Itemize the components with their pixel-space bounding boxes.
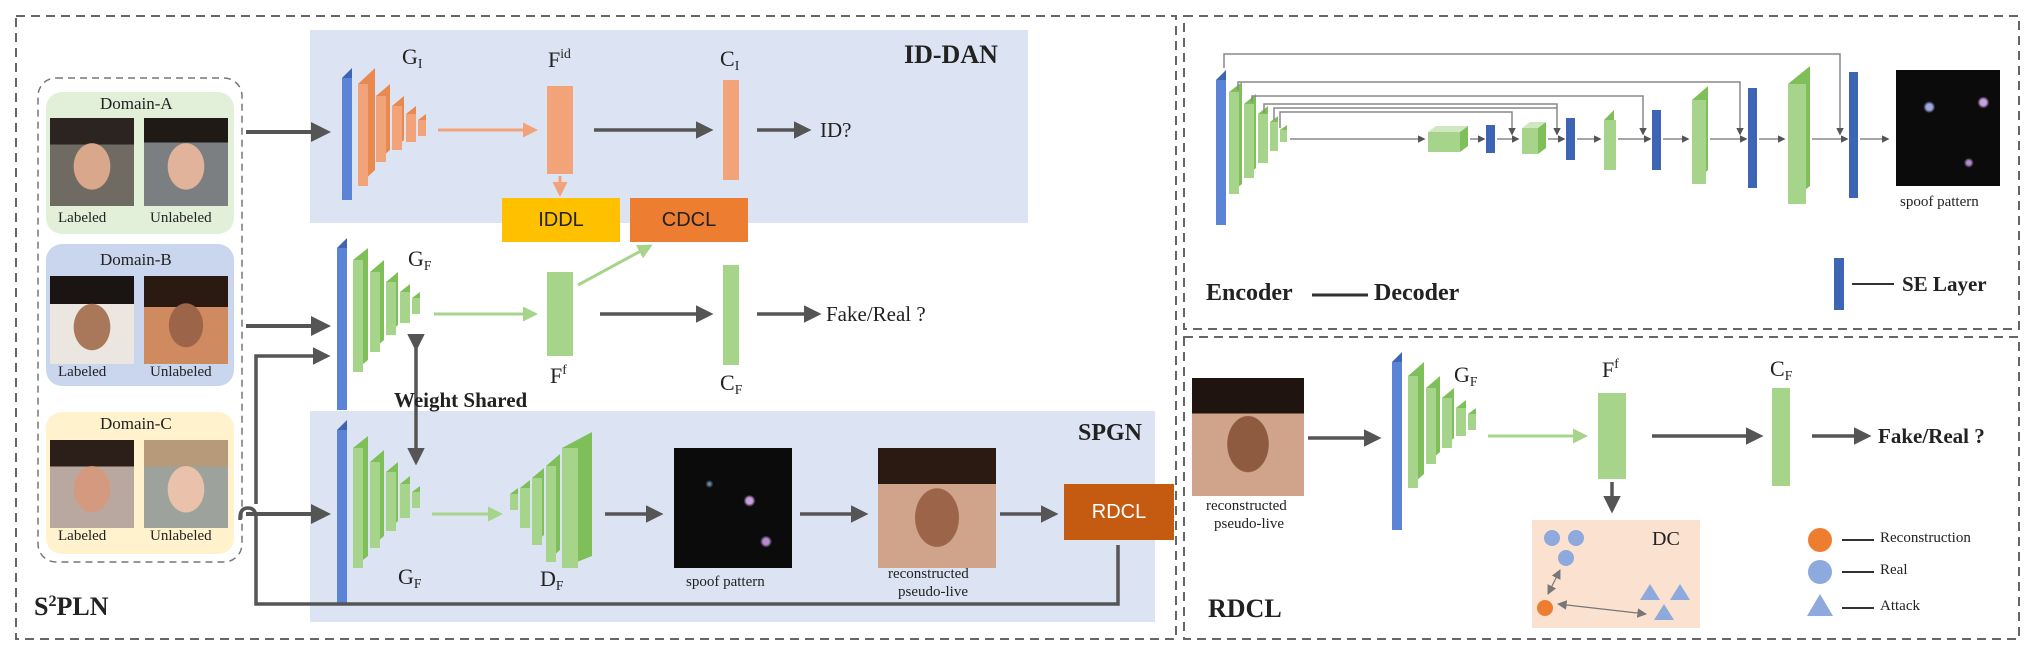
label-gf-rdcl: GF (1454, 362, 1478, 389)
label-ff-rdcl: Ff (1602, 356, 1619, 382)
rdcl-box (1064, 484, 1174, 540)
se-layer-legend-bar (1834, 258, 1844, 310)
classifier-ci (723, 80, 739, 180)
dc-attack-marker (1670, 584, 1690, 600)
id-dan-title: ID-DAN (904, 40, 998, 69)
domain-b-title: Domain-B (100, 250, 172, 269)
domains-border (37, 77, 243, 563)
rdcl-box-label: RDCL (1091, 500, 1147, 523)
rdcl-title: RDCL (1208, 594, 1282, 623)
domain-a-title: Domain-A (100, 94, 173, 113)
label-gf-top: GF (408, 246, 432, 273)
dc-attack-marker (1654, 604, 1674, 620)
label-fake-real-rdcl: Fake/Real ? (1878, 424, 1985, 448)
label-pseudo-live: pseudo-live (898, 584, 968, 600)
rdcl-panel-border (1183, 336, 2020, 640)
face-photo-domain-b-labeled (50, 276, 134, 364)
main-panel-border (15, 15, 1177, 640)
encoder-panel-border (1183, 15, 2020, 330)
spoof-pattern-image (674, 448, 792, 568)
label-fid: Fid (548, 46, 571, 72)
dc-reconstruction-dot (1537, 600, 1553, 616)
encoder-gf-rdcl (1392, 352, 1476, 530)
label-pseudo-live-rdcl: pseudo-live (1214, 516, 1284, 532)
label-weight-shared: Weight Shared (394, 388, 528, 412)
legend-real-dot (1808, 560, 1832, 584)
feature-ff-rdcl (1598, 393, 1626, 479)
legend-reconstruction-label: Reconstruction (1880, 530, 1971, 546)
encoder-gf-spgn (337, 420, 420, 605)
face-photo-domain-b-unlabeled (144, 276, 228, 364)
domain-c-title: Domain-C (100, 414, 172, 433)
label-id-question: ID? (820, 118, 852, 142)
encoder-gi (342, 68, 426, 200)
cdcl-box (630, 198, 748, 242)
legend-real-label: Real (1880, 562, 1908, 578)
label-reconstructed: reconstructed (888, 566, 969, 582)
label-reconstructed-rdcl: reconstructed (1206, 498, 1287, 514)
face-photo-domain-a-labeled (50, 118, 134, 206)
spgn-title: SPGN (1078, 420, 1143, 446)
label-ci: CI (720, 46, 740, 73)
label-fake-real: Fake/Real ? (826, 302, 926, 326)
dc-real-dot (1544, 530, 1560, 546)
unet-encoder (1216, 70, 1287, 225)
domain-a-labeled-label: Labeled (58, 210, 107, 226)
label-gi: GI (402, 44, 423, 71)
domain-b-labeled-label: Labeled (58, 364, 107, 380)
classifier-cf (723, 265, 739, 365)
id-dan-panel (310, 30, 1028, 223)
unet-bottleneck (1428, 66, 1858, 204)
dc-attack-marker (1640, 584, 1660, 600)
encoder-gf-top (337, 238, 420, 410)
reconstructed-face-image (878, 448, 996, 568)
feature-fid (547, 86, 573, 174)
reconstructed-face-image-rdcl (1192, 378, 1304, 496)
label-spoof-pattern-right: spoof pattern (1900, 194, 1979, 210)
label-encoder: Encoder (1206, 280, 1293, 306)
iddl-label: IDDL (538, 208, 584, 231)
label-gf-spgn: GF (398, 564, 422, 591)
decoder-df (510, 432, 592, 568)
domain-b-unlabeled-label: Unlabeled (150, 364, 212, 380)
label-cf: CF (720, 370, 743, 397)
cdcl-label: CDCL (661, 208, 717, 231)
main-panel-title: S2PLN (34, 592, 109, 621)
dc-real-dot (1558, 550, 1574, 566)
domain-c-unlabeled-label: Unlabeled (150, 528, 212, 544)
label-se-layer: SE Layer (1902, 272, 1987, 296)
legend-reconstruction-dot (1808, 528, 1832, 552)
face-photo-domain-c-labeled (50, 440, 134, 528)
classifier-cf-rdcl (1772, 388, 1790, 486)
label-ff: Ff (550, 362, 567, 388)
domain-c-labeled-label: Labeled (58, 528, 107, 544)
face-photo-domain-a-unlabeled (144, 118, 228, 206)
label-cf-rdcl: CF (1770, 356, 1793, 383)
legend-attack-marker (1807, 594, 1833, 616)
domain-a-unlabeled-label: Unlabeled (150, 210, 212, 226)
legend-attack-label: Attack (1880, 598, 1920, 614)
label-decoder: Decoder (1374, 280, 1460, 306)
feature-ff (547, 272, 573, 356)
iddl-box (502, 198, 620, 242)
label-spoof-pattern: spoof pattern (686, 574, 765, 590)
face-photo-domain-c-unlabeled (144, 440, 228, 528)
label-dc: DC (1652, 528, 1680, 550)
label-df: DF (540, 566, 564, 593)
dc-real-dot (1568, 530, 1584, 546)
spoof-pattern-image-right (1896, 70, 2000, 186)
